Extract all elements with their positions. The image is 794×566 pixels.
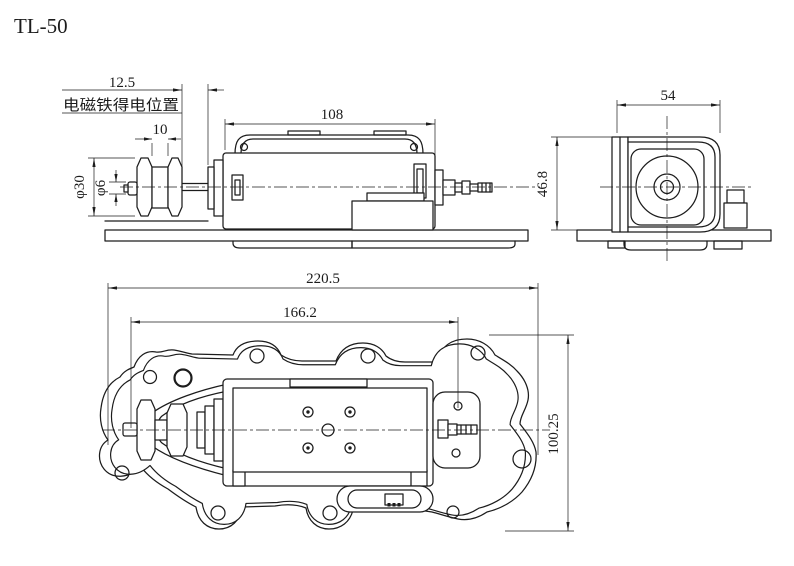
connector-pin (387, 503, 391, 507)
plunger-hub (151, 166, 169, 209)
dim-body-length-label: 108 (321, 107, 344, 123)
side-view-dimensions: 12.5 电磁铁得电位置 10 φ30 φ6 108 (62, 75, 436, 217)
end-view-dimensions: 54 46.8 (535, 88, 721, 231)
plunger-nub (122, 422, 138, 437)
terminal-box-top (366, 192, 425, 202)
strap-curl (239, 142, 249, 152)
strap-curl (409, 142, 419, 152)
mounting-hole (470, 345, 486, 361)
screw (344, 442, 356, 454)
dim-overall-width-label: 100.25 (546, 413, 562, 454)
side-view (104, 130, 529, 249)
mounting-plate-end (576, 229, 772, 251)
dim-stroke-travel-label: 12.5 (109, 75, 135, 91)
push-rod-side (434, 169, 493, 206)
mounting-hole (446, 505, 460, 519)
dim-hub-width-label: 10 (153, 122, 168, 138)
mounting-hole (512, 449, 532, 469)
mounting-hole (360, 348, 376, 364)
dim-overall-length-label: 220.5 (306, 271, 340, 287)
plan-view (98, 338, 537, 530)
connector-pin (397, 503, 401, 507)
screw (302, 442, 314, 454)
plunger-nub (127, 181, 138, 196)
dim-plunger-diameter-label: φ30 (72, 175, 88, 199)
screw-hole (451, 448, 461, 458)
push-rod-plan (437, 419, 478, 439)
plan-view-dimensions: 220.5 166.2 100.25 (107, 271, 574, 532)
mounting-holes-plan (114, 345, 532, 521)
cover-strap-side (234, 130, 424, 155)
dim-shaft-diameter-label: φ6 (93, 179, 109, 196)
cover-plan (222, 378, 434, 487)
mounting-hole (249, 348, 265, 364)
connector-pin (392, 503, 396, 507)
solenoid-body-side (222, 152, 436, 231)
body-slot (231, 174, 244, 201)
terminal-block-end (723, 189, 748, 229)
dim-end-width-label: 54 (661, 88, 677, 104)
dim-cover-length-label: 166.2 (283, 305, 317, 321)
mounting-plate-side (104, 220, 529, 249)
plunger-tip (123, 184, 129, 193)
drawing-title: TL-50 (14, 14, 68, 38)
mounting-hole (142, 369, 158, 385)
terminal-box-side (351, 200, 434, 231)
mounting-hole (173, 368, 193, 388)
end-view (576, 136, 772, 251)
screw (344, 406, 356, 418)
centerlines (102, 116, 752, 431)
note-energized-position: 电磁铁得电位置 (63, 96, 179, 114)
dim-end-height-label: 46.8 (535, 171, 551, 197)
connector-plan (336, 485, 434, 513)
cover-notch (289, 378, 368, 388)
mounting-hole (114, 465, 130, 481)
mounting-hole (322, 505, 338, 521)
mounting-hole (210, 505, 226, 521)
plunger-side (123, 157, 209, 217)
end-cap-side (207, 159, 224, 217)
screw (302, 406, 314, 418)
